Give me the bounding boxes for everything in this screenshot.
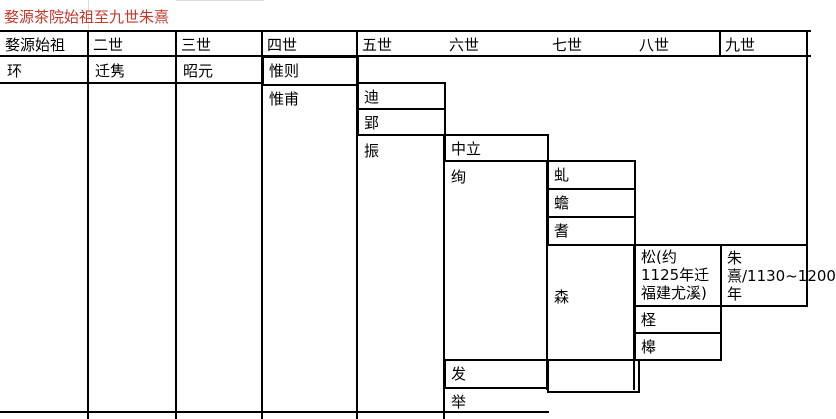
person-gen5-ying[interactable]: 郢: [357, 108, 446, 136]
column-divider: [546, 160, 548, 390]
person-gen7-sen[interactable]: 森: [554, 288, 570, 306]
person-gen7-qi[interactable]: 耆: [547, 216, 636, 246]
person-gen6-ju[interactable]: 举: [451, 393, 467, 411]
person-gen4-weifu[interactable]: 惟甫: [269, 90, 300, 108]
person-gen5-di[interactable]: 迪: [357, 82, 446, 110]
header-gen6[interactable]: 六世: [444, 32, 547, 56]
person-gen3-zhaoyuan[interactable]: 昭元: [183, 62, 214, 80]
header-bottom-border: [0, 55, 811, 57]
column-divider: [356, 30, 358, 419]
table-top-border: [0, 30, 811, 32]
person-gen8-song[interactable]: 松(约1125年迁福建尤溪): [634, 244, 722, 307]
person-gen5-zhen[interactable]: 振: [364, 142, 380, 160]
column-divider: [261, 30, 263, 419]
header-gen3[interactable]: 三世: [176, 32, 262, 56]
person-gen6-fa[interactable]: 发: [444, 359, 549, 389]
person-gen7-qiu[interactable]: 虬: [547, 160, 636, 190]
header-gen1[interactable]: 婺源始祖: [0, 32, 88, 56]
header-gen4[interactable]: 四世: [262, 32, 357, 56]
sheet-title[interactable]: 婺源茶院始祖至九世朱熹: [4, 8, 170, 26]
row-divider: [0, 82, 263, 84]
empty-framed-cell[interactable]: [547, 359, 640, 393]
person-gen2-qianjun[interactable]: 迁隽: [95, 62, 126, 80]
header-gen9[interactable]: 九世: [720, 32, 808, 56]
person-gen6-zhongli[interactable]: 中立: [444, 134, 549, 162]
column-divider: [87, 30, 89, 419]
column-divider: [719, 30, 721, 57]
column-divider: [633, 244, 635, 390]
person-gen9-zhuxi[interactable]: 朱熹/1130~1200年: [720, 244, 836, 307]
header-gen8[interactable]: 八世: [634, 32, 720, 56]
header-gen5[interactable]: 五世: [357, 32, 444, 56]
person-gen1-huan[interactable]: 环: [7, 62, 23, 80]
table-bottom-border: [0, 411, 549, 413]
header-gen2[interactable]: 二世: [88, 32, 176, 56]
column-divider: [175, 30, 177, 419]
spreadsheet-grid[interactable]: [0, 0, 811, 419]
column-divider: [443, 134, 445, 419]
person-gen8-gao[interactable]: 槔: [634, 332, 722, 361]
header-gen7[interactable]: 七世: [547, 32, 634, 56]
person-gen8-cheng[interactable]: 柽: [634, 305, 722, 334]
person-gen6-xuan[interactable]: 绚: [451, 168, 467, 186]
person-gen4-weize[interactable]: 惟则: [262, 56, 359, 86]
table-right-border: [806, 30, 808, 245]
person-gen7-chan[interactable]: 蟾: [547, 188, 636, 218]
